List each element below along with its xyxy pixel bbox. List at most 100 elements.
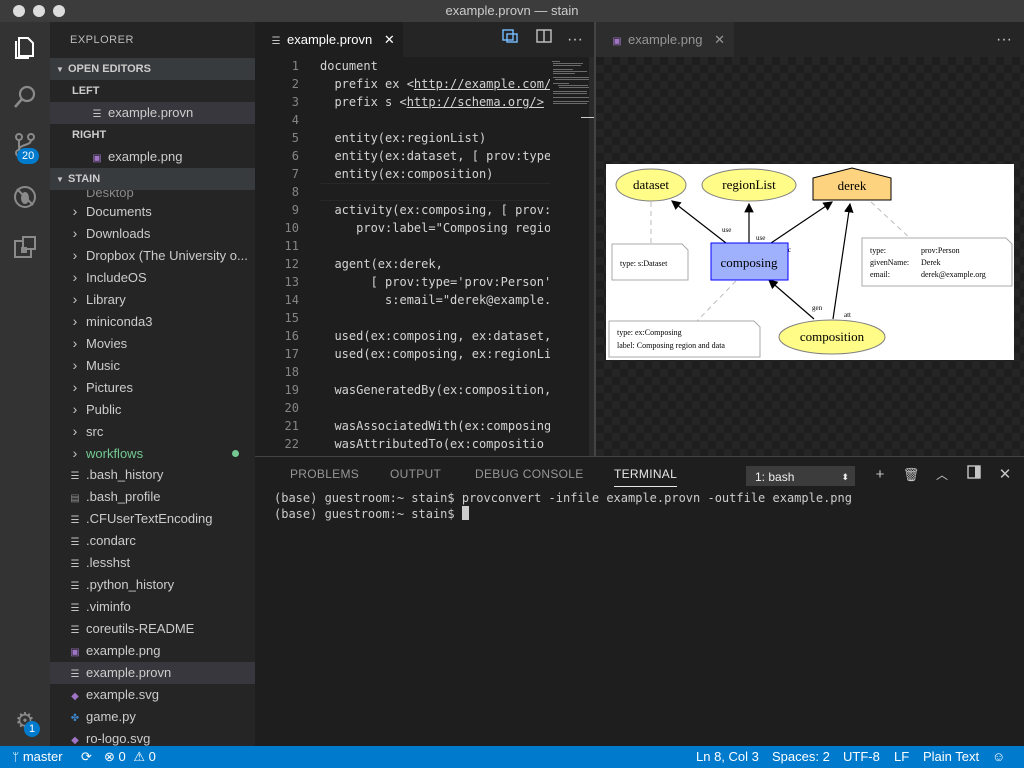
left-editor-tabs: ☰example.provn ✕ ··· [255,22,594,57]
tree-item[interactable]: ☰.python_history [50,574,255,596]
tree-item[interactable]: ›Public [50,398,255,420]
tree-item[interactable]: ▤.bash_profile [50,486,255,508]
tree-item[interactable]: ☰example.provn [50,662,255,684]
more-actions-button[interactable]: ··· [567,22,583,57]
code-line[interactable] [320,399,550,417]
maximize-panel-button[interactable]: ︿ [932,465,952,485]
tree-item[interactable]: ›Movies [50,332,255,354]
code-line[interactable]: prefix ex <http://example.com/ [320,77,550,91]
extensions-activity[interactable] [0,224,50,270]
tab-problems[interactable]: PROBLEMS [290,467,360,481]
indentation-status[interactable]: Spaces: 2 [772,749,830,764]
eol-status[interactable]: LF [894,749,910,764]
new-terminal-button[interactable]: + [870,465,890,485]
node-label-derek: derek [838,178,867,193]
terminal-selector[interactable]: 1: bash ⬍ [746,466,855,486]
code-line[interactable]: used(ex:composing, ex:regionLi [320,347,550,361]
code-line[interactable] [320,183,550,201]
explorer-activity[interactable] [0,24,50,70]
tree-item[interactable]: ›IncludeOS [50,266,255,288]
terminal-output[interactable]: (base) guestroom:~ stain$ provconvert -i… [274,491,1014,521]
tree-item[interactable]: ›Music [50,354,255,376]
tree-item-label: Library [86,292,126,307]
kill-terminal-button[interactable]: 🗑 [901,465,921,485]
code-line[interactable]: wasAssociatedWith(ex:composing [320,419,550,433]
open-editor-example-png[interactable]: ▣example.png [50,146,255,168]
code-line[interactable]: prov:label="Composing regio [320,221,550,235]
close-panel-button[interactable]: ✕ [995,465,1015,485]
tree-item[interactable]: ›miniconda3 [50,310,255,332]
tree-item[interactable]: ›Pictures [50,376,255,398]
code-line[interactable]: entity(ex:composition) [320,167,494,181]
code-line[interactable]: used(ex:composing, ex:dataset, [320,329,550,343]
code-line[interactable] [320,111,550,129]
maximize-window-button[interactable] [53,5,65,17]
tree-item[interactable]: ›Library [50,288,255,310]
search-activity[interactable] [0,74,50,120]
code-line[interactable]: [ prov:type='prov:Person' [320,275,550,289]
code-line[interactable]: s:email="derek@example. [320,293,550,307]
minimap[interactable] [550,57,594,456]
tree-item[interactable]: ☰.condarc [50,530,255,552]
tree-item[interactable]: ☰.lesshst [50,552,255,574]
tree-item[interactable]: ›workflows [50,442,255,464]
feedback-button[interactable]: ☺ [992,746,1005,768]
code-line[interactable]: document [320,59,378,73]
code-line[interactable]: agent(ex:derek, [320,257,443,271]
code-line[interactable]: entity(ex:regionList) [320,131,487,145]
code-link[interactable]: http://schema.org/> [406,95,544,109]
code-line[interactable] [320,363,550,381]
tree-item[interactable]: ☰.bash_history [50,464,255,486]
tree-item[interactable]: ›src [50,420,255,442]
toggle-panel-position-button[interactable] [964,465,984,485]
tree-item[interactable]: ☰coreutils-README [50,618,255,640]
line-number: 19 [284,383,299,397]
tab-output[interactable]: OUTPUT [390,467,442,481]
tab-example-png[interactable]: ▣example.png ✕ [596,22,734,57]
tab-example-provn[interactable]: ☰example.provn ✕ [255,22,403,57]
more-actions-button-right[interactable]: ··· [996,22,1012,57]
branch-status[interactable]: ᛘ master [12,749,63,764]
code-line[interactable] [320,237,550,255]
tab-terminal[interactable]: TERMINAL [614,457,678,487]
close-window-button[interactable] [13,5,25,17]
cursor-position-status[interactable]: Ln 8, Col 3 [696,749,759,764]
tree-item[interactable]: ›Dropbox (The University o... [50,244,255,266]
folder-stain-header[interactable]: ▼STAIN [50,168,255,190]
tree-item[interactable]: ✤game.py [50,706,255,728]
code-line[interactable] [320,309,550,327]
code-link[interactable]: http://example.com/ [413,77,550,91]
open-editors-header[interactable]: ▼OPEN EDITORS [50,58,255,80]
code-content[interactable]: document prefix ex <http://example.com/ … [320,57,550,453]
code-line[interactable]: wasAttributedTo(ex:compositio [320,437,544,451]
problems-status[interactable]: ⊗ 0 ⚠ 0 [104,749,156,764]
tree-item[interactable]: ◆ro-logo.svg [50,728,255,746]
tree-item-desktop-partial[interactable]: Desktop [86,190,134,200]
language-status[interactable]: Plain Text [923,749,980,764]
code-line[interactable]: entity(ex:dataset, [ prov:type [320,149,550,163]
open-editor-example-provn[interactable]: ☰example.provn [50,102,255,124]
editor-scrollbar[interactable] [589,57,594,456]
tree-item[interactable]: ▣example.png [50,640,255,662]
split-editor-button[interactable] [536,22,552,57]
tree-item[interactable]: ›Downloads [50,222,255,244]
open-changes-button[interactable] [502,22,518,57]
tree-item[interactable]: ☰.CFUserTextEncoding [50,508,255,530]
tree-item[interactable]: ›Documents [50,200,255,222]
sync-button[interactable]: ⟳ [81,746,92,768]
code-line[interactable]: activity(ex:composing, [ prov: [320,203,550,217]
close-tab-icon[interactable]: ✕ [383,32,395,47]
debug-activity[interactable] [0,174,50,220]
close-tab-icon[interactable]: ✕ [714,32,725,47]
manage-activity[interactable]: ⚙ [0,698,50,744]
tree-item-label: workflows [86,446,144,461]
tab-debug-console[interactable]: DEBUG CONSOLE [475,467,584,481]
editor-split-divider[interactable] [594,22,596,456]
code-line[interactable]: wasGeneratedBy(ex:composition, [320,383,550,397]
tree-item[interactable]: ☰.viminfo [50,596,255,618]
code-line[interactable]: prefix s <http://schema.org/> [320,95,544,109]
minimize-window-button[interactable] [33,5,45,17]
encoding-status[interactable]: UTF-8 [843,749,880,764]
tree-item[interactable]: ◆example.svg [50,684,255,706]
